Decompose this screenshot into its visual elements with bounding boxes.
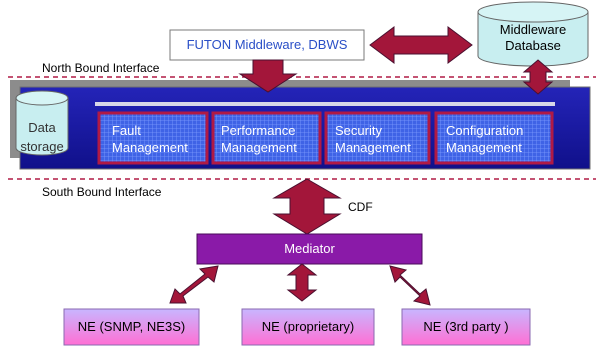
- module-security[interactable]: [324, 111, 431, 165]
- ne-left-double-arrow: [169, 265, 219, 304]
- middleware-db-label-2: Database: [505, 38, 561, 53]
- mediator-label: Mediator: [284, 241, 335, 256]
- ne-proprietary-box[interactable]: [241, 308, 375, 346]
- futon-label: FUTON Middleware, DBWS: [186, 37, 348, 52]
- ne-third-party-label: NE (3rd party ): [423, 319, 509, 334]
- module-performance[interactable]: [211, 111, 322, 165]
- cdf-double-arrow: [272, 178, 342, 235]
- futon-box[interactable]: [169, 29, 365, 61]
- north-interface-label: North Bound Interface: [42, 61, 160, 75]
- data-storage-label-1: Data: [28, 120, 56, 135]
- system-bar-edge: [95, 102, 555, 106]
- data-storage-cylinder: [15, 90, 69, 156]
- module-configuration[interactable]: [434, 111, 554, 165]
- ne-snmp-box[interactable]: [63, 308, 200, 346]
- ne-snmp-label: NE (SNMP, NE3S): [77, 319, 186, 334]
- futon-down-arrow: [238, 59, 298, 93]
- futon-db-double-arrow: [369, 26, 473, 64]
- middleware-db-label-1: Middleware: [499, 22, 567, 37]
- module-fault[interactable]: [97, 111, 209, 165]
- db-system-double-arrow: [522, 59, 554, 95]
- south-interface-label: South Bound Interface: [42, 185, 162, 199]
- middleware-database-cylinder: [477, 1, 589, 67]
- ne-proprietary-label: NE (proprietary): [261, 319, 355, 334]
- mediator-box[interactable]: [196, 233, 423, 265]
- ne-right-double-arrow: [389, 265, 431, 306]
- cdf-label: CDF: [348, 200, 373, 214]
- ne-third-party-box[interactable]: [401, 308, 531, 346]
- data-storage-label-2: storage: [20, 139, 64, 154]
- ne-center-double-arrow: [286, 263, 318, 302]
